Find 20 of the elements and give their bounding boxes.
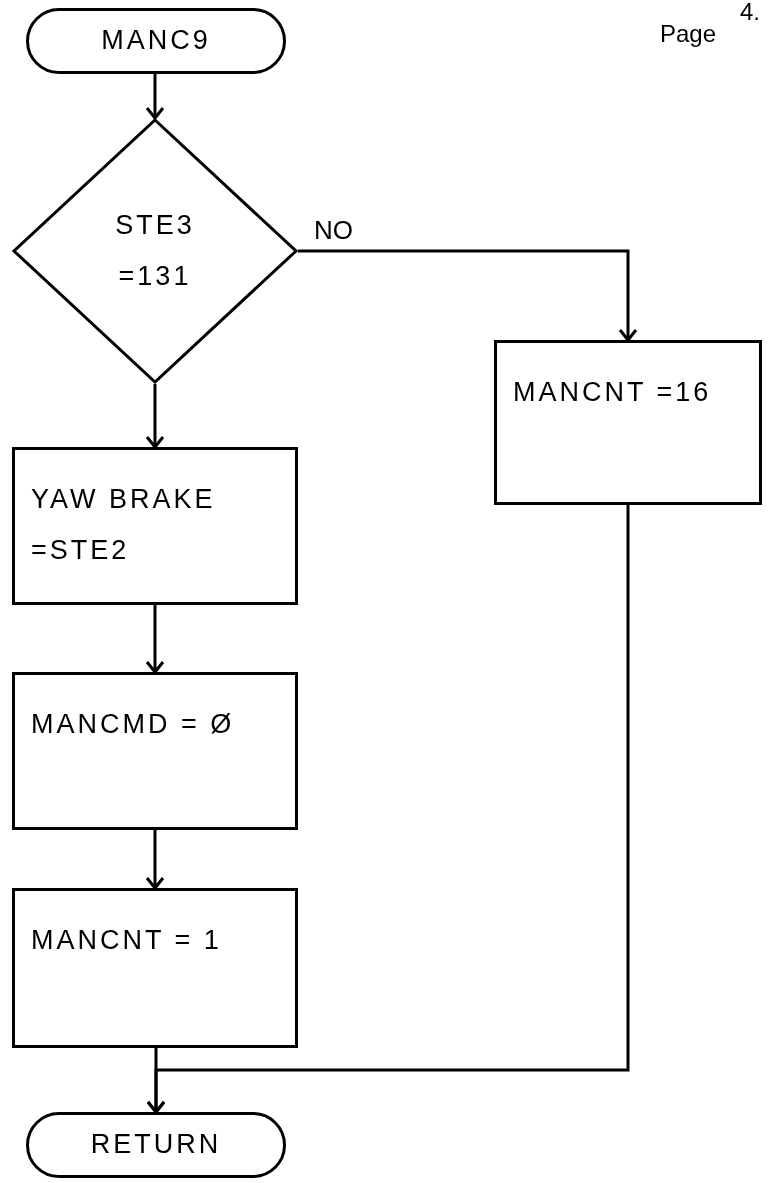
terminal-label: MANC9 bbox=[101, 24, 211, 58]
arrow bbox=[145, 605, 165, 674]
arrow bbox=[145, 384, 165, 449]
page-label: 4. bbox=[740, 0, 760, 24]
assignment-text: MANCNT = 1 bbox=[31, 924, 222, 957]
arrow bbox=[145, 830, 165, 890]
page-label: Page bbox=[659, 22, 716, 46]
process-box bbox=[12, 888, 298, 1048]
terminal-label: RETURN bbox=[90, 1128, 222, 1162]
assignment-text: YAW BRAKE =STE2 bbox=[31, 483, 217, 568]
process-box bbox=[12, 672, 298, 830]
arrow bbox=[298, 249, 638, 342]
assignment-text: MANCNT =16 bbox=[513, 376, 712, 409]
process-box bbox=[494, 340, 762, 505]
decision-diamond bbox=[12, 118, 298, 384]
condition-text: STE3 =131 bbox=[114, 208, 196, 293]
arrow bbox=[145, 74, 165, 120]
assignment-text: MANCMD = Ø bbox=[31, 708, 235, 741]
process-box bbox=[12, 447, 298, 605]
arrow bbox=[146, 505, 630, 1114]
